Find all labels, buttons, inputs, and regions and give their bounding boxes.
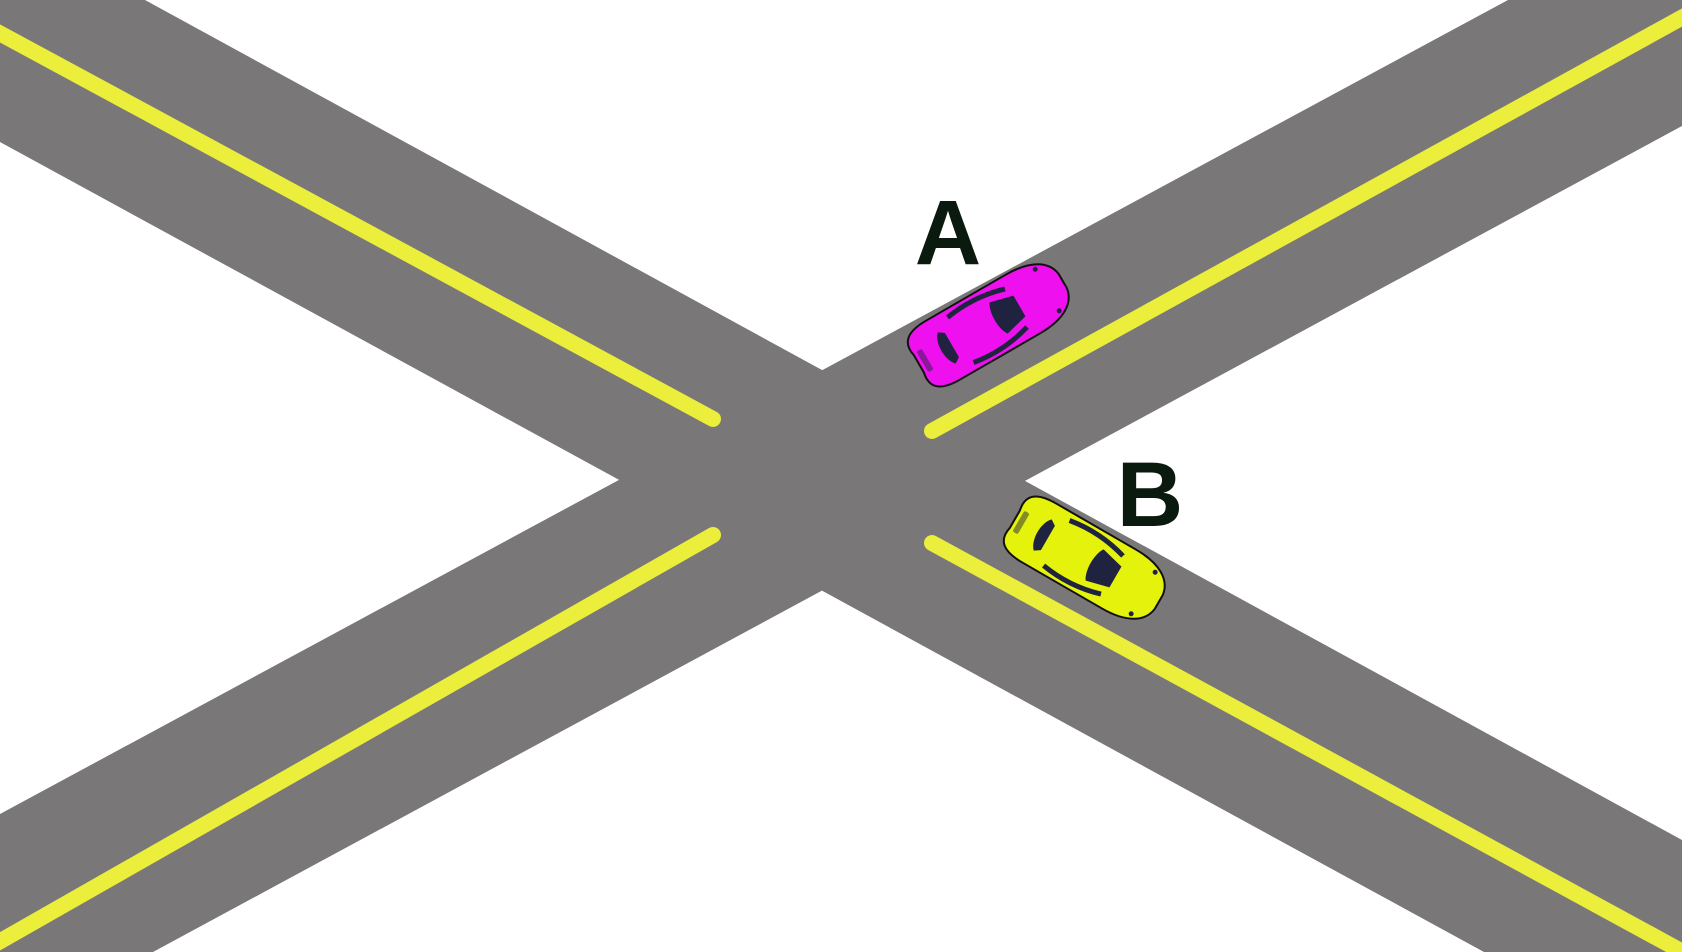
lane-line-lower-right: [924, 535, 1682, 952]
lane-markings: [0, 8, 1682, 952]
lane-line-upper-right: [924, 8, 1682, 439]
lane-line-upper-left: [0, 24, 721, 427]
lane-line-lower-left: [0, 527, 721, 951]
vehicle-a-label: A: [915, 182, 981, 284]
vehicle-b-label: B: [1117, 444, 1183, 546]
